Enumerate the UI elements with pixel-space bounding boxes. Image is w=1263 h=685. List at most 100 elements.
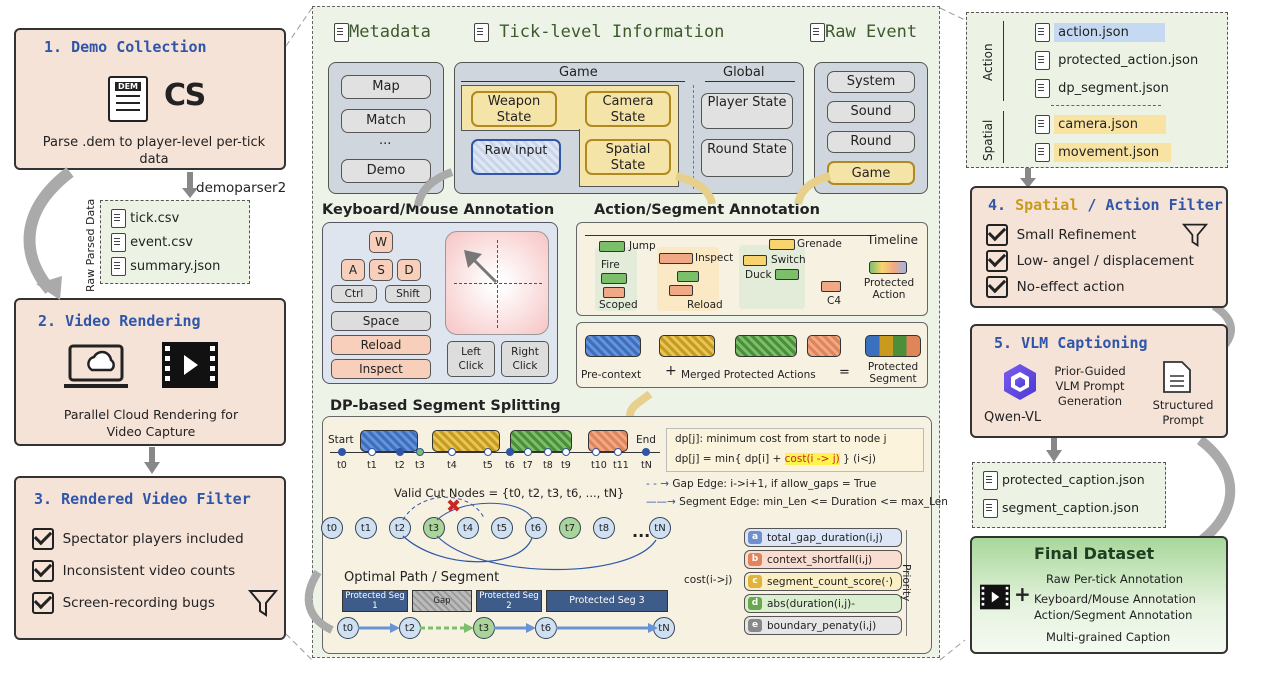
action-timeline-box: Timeline Jump Inspect Grenade Fire Switc…	[576, 222, 928, 316]
tick-header: Tick-level Information	[474, 22, 724, 42]
act-reload: Reload	[687, 299, 723, 311]
dp-seg-4	[588, 430, 628, 452]
caption-segment[interactable]: segment_caption.json	[983, 499, 1139, 518]
file-summary[interactable]: summary.json	[111, 257, 220, 276]
act-switch: Switch	[771, 254, 806, 266]
path-node: t0	[337, 617, 359, 639]
cost-label: cost(i->j)	[684, 574, 733, 586]
prior-guided-label: Prior-Guided VLM Prompt Generation	[1054, 364, 1126, 408]
key-d: D	[397, 259, 421, 281]
opt-seg-1: Protected Seg 1	[342, 590, 408, 612]
round-state: Round State	[701, 139, 793, 177]
cost-text: context_shortfall(i,j)	[767, 554, 873, 566]
demo-collection-title: 1. Demo Collection	[44, 38, 207, 56]
dp-def: dp[j]: minimum cost from start to node j	[675, 433, 887, 445]
final-item-4: Multi-grained Caption	[1046, 630, 1171, 644]
plus-sign: +	[665, 363, 677, 379]
raw-event-sound: Sound	[827, 101, 915, 123]
final-item-2: Keyboard/Mouse Annotation	[1034, 592, 1196, 606]
timeline-node-dot	[484, 448, 492, 456]
merged-seg-2	[735, 335, 797, 357]
dem-file-icon: DEM	[108, 76, 148, 122]
timeline-node-label: t4	[447, 460, 457, 471]
merged-seg	[659, 335, 715, 357]
equals-sign: =	[839, 365, 850, 380]
dp-node: t4	[457, 517, 479, 539]
cost-letter: c	[748, 575, 762, 588]
dp-seg-1	[360, 430, 418, 452]
path-node: tN	[653, 617, 675, 639]
raw-event-round: Round	[827, 131, 915, 153]
file-icon	[983, 471, 998, 490]
cs-logo-icon: CS	[164, 78, 206, 113]
valid-cut-label: Valid Cut Nodes = {t0, t2, t3, t6, ..., …	[394, 486, 625, 500]
out-dp-segment[interactable]: dp_segment.json	[1035, 79, 1169, 98]
timeline-node-dot	[396, 448, 404, 456]
pre-context-label: Pre-context	[581, 369, 642, 381]
act-reload2-mark	[669, 285, 693, 296]
document-icon	[810, 22, 825, 42]
act-inspect: Inspect	[695, 252, 734, 264]
out-movement[interactable]: movement.json	[1035, 143, 1172, 162]
opt-seg-3: Protected Seg 3	[546, 590, 668, 612]
metadata-box: Map Match ... Demo	[328, 62, 444, 194]
dp-node: t5	[491, 517, 513, 539]
dem-file-label: DEM	[115, 82, 141, 91]
file-event[interactable]: event.csv	[111, 233, 193, 252]
final-dataset-panel: Final Dataset + Raw Per-tick Annotation …	[970, 536, 1228, 654]
weapon-state: Weapon State	[471, 91, 557, 127]
global-label: Global	[723, 65, 765, 80]
out-camera[interactable]: camera.json	[1035, 115, 1166, 134]
demo-collection-desc: Parse .dem to player-level per-tick data	[42, 135, 266, 167]
metadata-demo: Demo	[341, 159, 431, 183]
act-reload-mark	[677, 271, 699, 282]
dp-formula: dp[j] = min{ dp[i] + cost(i -> j) } (i<j…	[675, 453, 876, 465]
video-film-icon	[980, 584, 1010, 610]
checkbox-icon	[986, 276, 1008, 298]
caption-protected[interactable]: protected_caption.json	[983, 471, 1145, 490]
right-click: Right Click	[501, 341, 549, 377]
key-s: S	[369, 259, 393, 281]
timeline-node-dot	[448, 448, 456, 456]
raw-parsed-data-label: Raw Parsed Data	[84, 198, 97, 292]
timeline-node-label: t10	[591, 460, 607, 471]
mouse-arrow-icon	[464, 250, 498, 284]
out-action[interactable]: action.json	[1035, 23, 1165, 42]
protected-seg-mark	[865, 335, 921, 357]
metadata-match: Match	[341, 109, 431, 133]
path-node: t2	[399, 617, 421, 639]
merged-label: Merged Protected Actions	[681, 369, 816, 381]
action-label: Action	[981, 43, 995, 81]
spatial-state: Spatial State	[585, 139, 671, 175]
timeline-node-label: t11	[613, 460, 629, 471]
gap-edge-legend: - - → Gap Edge: i->i+1, if allow_gaps = …	[646, 478, 877, 490]
out-protected-action[interactable]: protected_action.json	[1035, 51, 1198, 70]
document-icon	[474, 22, 489, 42]
dp-node: t6	[525, 517, 547, 539]
dp-title: DP-based Segment Splitting	[330, 398, 561, 414]
timeline-node-dot	[416, 448, 424, 456]
dp-node: ...	[632, 522, 651, 541]
raw-event-header: Raw Event	[810, 22, 917, 42]
file-tick[interactable]: tick.csv	[111, 209, 179, 228]
dp-end: End	[636, 434, 656, 446]
dp-node: t2	[389, 517, 411, 539]
funnel-icon	[1182, 223, 1208, 248]
timeline-node-label: t3	[415, 460, 425, 471]
segment-edge-legend: ——→ Segment Edge: min_Len <= Duration <=…	[646, 496, 948, 508]
file-icon	[111, 233, 126, 252]
spatial-action-filter-panel: 4. Spatial / Action Filter Small Refinem…	[970, 186, 1228, 308]
final-title: Final Dataset	[1034, 544, 1155, 563]
vlm-captioning-panel: 5. VLM Captioning Qwen-VL Prior-Guided V…	[970, 324, 1228, 438]
key-shift: Shift	[385, 285, 431, 303]
spatial-label: Spatial	[981, 119, 995, 161]
timeline-node-label: t9	[561, 460, 571, 471]
document-icon	[1163, 361, 1191, 393]
checkbox-icon	[32, 592, 54, 614]
filter-item-2: Inconsistent video counts	[32, 560, 235, 582]
cost-letter: d	[748, 597, 762, 610]
timeline-node-label: t0	[337, 460, 347, 471]
act-duck-mark	[775, 269, 799, 280]
dp-node: t3	[423, 517, 445, 539]
